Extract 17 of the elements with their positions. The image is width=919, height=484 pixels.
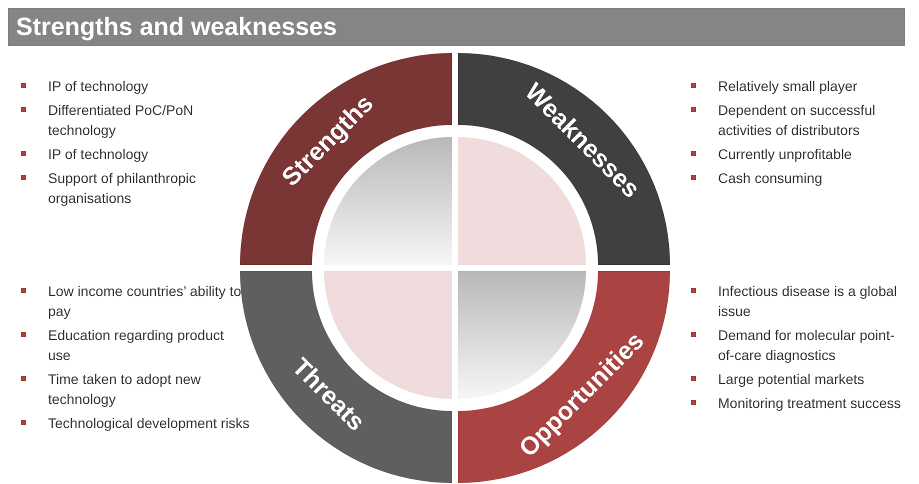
bullet-text: Cash consuming	[718, 170, 822, 186]
bullet-text: Technological development risks	[48, 415, 250, 431]
bullet-text: Dependent on successful activities of distributors	[718, 102, 876, 138]
bullet-text: Relatively small player	[718, 78, 858, 94]
bullet-text: Differentiated PoC/PoN technology	[48, 102, 194, 138]
bullet-text: Large potential markets	[718, 371, 864, 387]
bullet-text: Demand for molecular point-of-care diagnostics	[718, 327, 895, 363]
bullet-text: Time taken to adopt new technology	[48, 371, 201, 407]
bullet-text: Education regarding product use	[48, 327, 224, 363]
bullet-text: IP of technology	[48, 146, 148, 162]
bullet-text: Support of philanthropic organisations	[48, 170, 196, 206]
title-bar: Strengths and weaknesses	[8, 8, 905, 46]
bullet-text: IP of technology	[48, 78, 148, 94]
bullet-text: Currently unprofitable	[718, 146, 852, 162]
bullet-text: Low income countries’ ability to pay	[48, 283, 242, 319]
bullet-text: Monitoring treatment success	[718, 395, 901, 411]
bullet-text: Infectious disease is a global issue	[718, 283, 897, 319]
